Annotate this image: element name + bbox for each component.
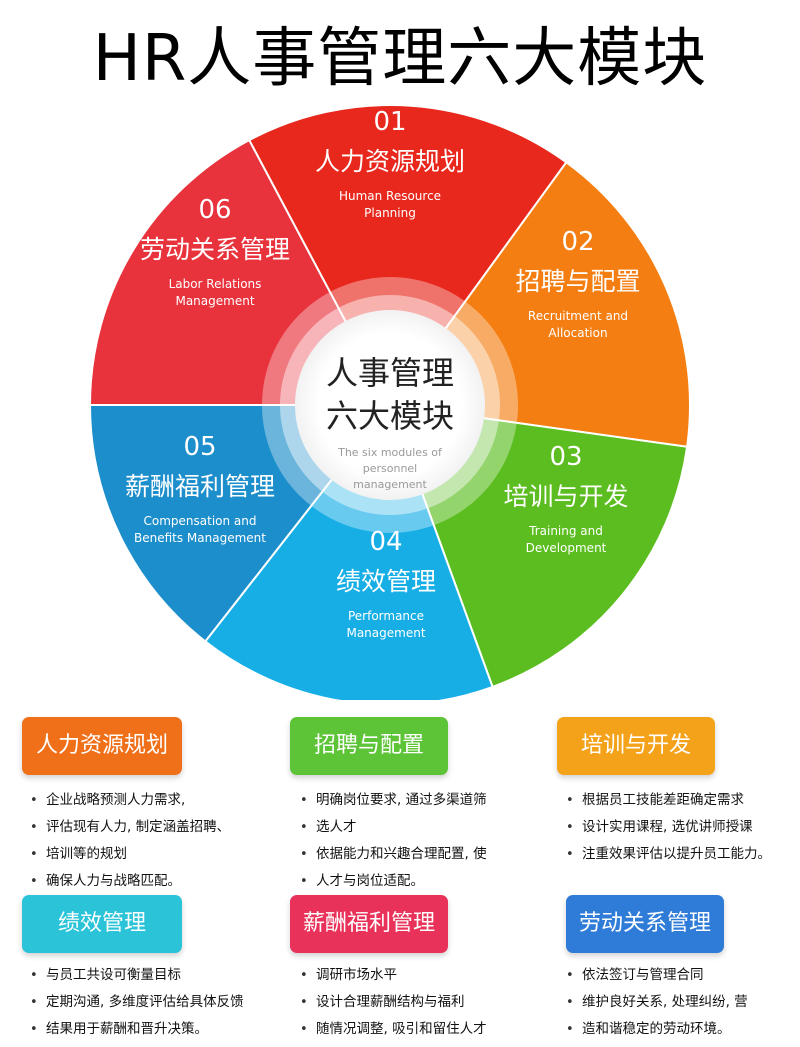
card-compensation-label: 薪酬福利管理 xyxy=(290,895,448,953)
segment-number-03: 03 xyxy=(549,442,582,472)
segment-title-01: 人力资源规划 xyxy=(315,147,465,176)
list-item: 企业战略预测人力需求, xyxy=(26,787,276,814)
list-item: 结果用于薪酬和晋升决策。 xyxy=(26,1016,282,1043)
card-recruitment-label: 招聘与配置 xyxy=(290,717,448,775)
list-item: 设计合理薪酬结构与福利 xyxy=(296,989,536,1016)
page-title: HR人事管理六大模块 xyxy=(92,22,708,96)
list-item: 培训等的规划 xyxy=(26,841,276,868)
card-recruitment-list: 明确岗位要求, 通过多渠道筛 选人才 依据能力和兴趣合理配置, 使 人才与岗位适… xyxy=(296,787,536,895)
segment-number-06: 06 xyxy=(198,195,231,225)
segment-title-06: 劳动关系管理 xyxy=(140,235,290,264)
card-labor-list: 依法签订与管理合同 维护良好关系, 处理纠纷, 营 造和谐稳定的劳动环境。 xyxy=(562,962,798,1043)
wheel-segment-03 xyxy=(388,403,689,689)
segment-number-01: 01 xyxy=(373,107,406,137)
segment-subtitle-line1-03: Training and xyxy=(528,524,603,538)
segment-subtitle-line1-02: Recruitment and xyxy=(528,309,628,323)
segment-title-03: 培训与开发 xyxy=(503,482,628,511)
center-subtitle-line2: personnel xyxy=(363,462,418,475)
segment-title-04: 绩效管理 xyxy=(336,567,436,596)
wheel-segment-05 xyxy=(88,404,393,643)
list-item: 选人才 xyxy=(296,814,536,841)
card-planning-label: 人力资源规划 xyxy=(22,717,182,775)
segment-subtitle-line1-04: Performance xyxy=(348,609,424,623)
card-planning-list: 企业战略预测人力需求, 评估现有人力, 制定涵盖招聘、 培训等的规划 确保人力与… xyxy=(26,787,276,895)
card-training-list: 根据员工技能差距确定需求 设计实用课程, 选优讲师授课 注重效果评估以提升员工能… xyxy=(562,787,798,868)
segment-number-04: 04 xyxy=(369,527,402,557)
segment-subtitle-line2-01: Planning xyxy=(364,206,416,220)
segment-title-05: 薪酬福利管理 xyxy=(125,472,275,501)
list-item: 明确岗位要求, 通过多渠道筛 xyxy=(296,787,536,814)
card-performance-list: 与员工共设可衡量目标 定期沟通, 多维度评估给具体反馈 结果用于薪酬和晋升决策。 xyxy=(26,962,282,1043)
list-item: 根据员工技能差距确定需求 xyxy=(562,787,798,814)
center-subtitle-line3: management xyxy=(353,478,427,491)
card-compensation-list: 调研市场水平 设计合理薪酬结构与福利 随情况调整, 吸引和留住人才 xyxy=(296,962,536,1043)
list-item: 维护良好关系, 处理纠纷, 营 xyxy=(562,989,798,1016)
segment-subtitle-line2-05: Benefits Management xyxy=(134,531,266,545)
center-disc xyxy=(295,310,485,500)
segment-subtitle-line2-03: Development xyxy=(526,541,607,555)
card-training-label: 培训与开发 xyxy=(557,717,715,775)
segment-subtitle-line1-01: Human Resource xyxy=(339,189,441,203)
segment-subtitle-line1-05: Compensation and xyxy=(144,514,257,528)
list-item: 确保人力与战略匹配。 xyxy=(26,868,276,895)
list-item: 依据能力和兴趣合理配置, 使 xyxy=(296,841,536,868)
list-item: 人才与岗位适配。 xyxy=(296,868,536,895)
segment-subtitle-line2-02: Allocation xyxy=(548,326,607,340)
list-item: 调研市场水平 xyxy=(296,962,536,989)
center-title-line2: 六大模块 xyxy=(326,397,454,435)
list-item: 与员工共设可衡量目标 xyxy=(26,962,282,989)
card-performance-label: 绩效管理 xyxy=(22,895,182,953)
segment-subtitle-line2-04: Management xyxy=(346,626,425,640)
list-item: 依法签订与管理合同 xyxy=(562,962,798,989)
card-labor-label: 劳动关系管理 xyxy=(566,895,724,953)
center-title-line1: 人事管理 xyxy=(326,354,454,392)
segment-subtitle-line1-06: Labor Relations xyxy=(169,277,262,291)
segment-number-02: 02 xyxy=(561,227,594,257)
center-subtitle-line1: The six modules of xyxy=(337,446,443,459)
list-item: 评估现有人力, 制定涵盖招聘、 xyxy=(26,814,276,841)
list-item: 随情况调整, 吸引和留住人才 xyxy=(296,1016,536,1043)
list-item: 注重效果评估以提升员工能力。 xyxy=(562,841,798,868)
list-item: 造和谐稳定的劳动环境。 xyxy=(562,1016,798,1043)
segment-number-05: 05 xyxy=(183,432,216,462)
list-item: 定期沟通, 多维度评估给具体反馈 xyxy=(26,989,282,1016)
list-item: 设计实用课程, 选优讲师授课 xyxy=(562,814,798,841)
segment-title-02: 招聘与配置 xyxy=(515,267,640,296)
wheel-segment-06 xyxy=(88,138,392,406)
wheel-segment-04 xyxy=(203,402,494,700)
wheel-segment-01 xyxy=(247,104,568,407)
segment-subtitle-line2-06: Management xyxy=(175,294,254,308)
